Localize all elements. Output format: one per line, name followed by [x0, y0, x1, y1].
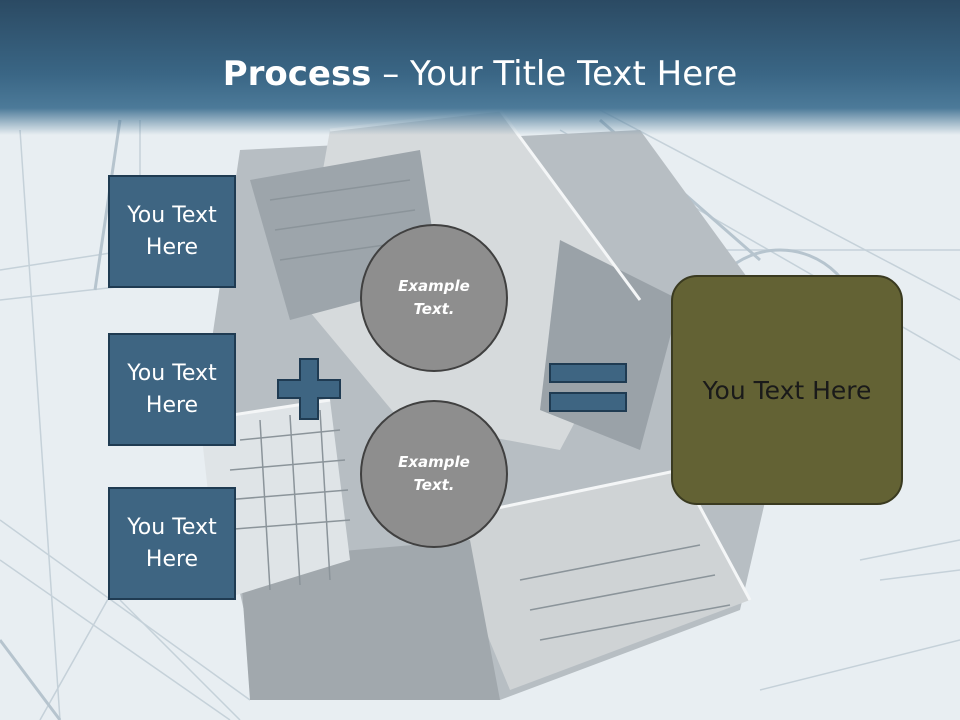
example-circle-2[interactable]: Example Text.	[360, 400, 508, 548]
text-box-3-label: You Text Here	[127, 514, 217, 572]
equals-bar-bottom	[549, 392, 627, 412]
plus-icon	[277, 358, 341, 420]
example-circle-2-label: Example Text.	[398, 453, 470, 494]
equals-bar-top	[549, 363, 627, 383]
text-box-1-label: You Text Here	[127, 202, 217, 260]
text-box-2[interactable]: You Text Here	[108, 333, 236, 446]
text-box-2-label: You Text Here	[127, 360, 217, 418]
result-box[interactable]: You Text Here	[671, 275, 903, 505]
slide-title: Process – Your Title Text Here	[0, 52, 960, 96]
text-box-3[interactable]: You Text Here	[108, 487, 236, 600]
result-box-label: You Text Here	[702, 375, 872, 405]
example-circle-1-label: Example Text.	[398, 277, 470, 318]
title-rest: – Your Title Text Here	[371, 54, 738, 94]
header-band	[0, 0, 960, 135]
text-box-1[interactable]: You Text Here	[108, 175, 236, 288]
title-bold: Process	[222, 54, 372, 94]
example-circle-1[interactable]: Example Text.	[360, 224, 508, 372]
